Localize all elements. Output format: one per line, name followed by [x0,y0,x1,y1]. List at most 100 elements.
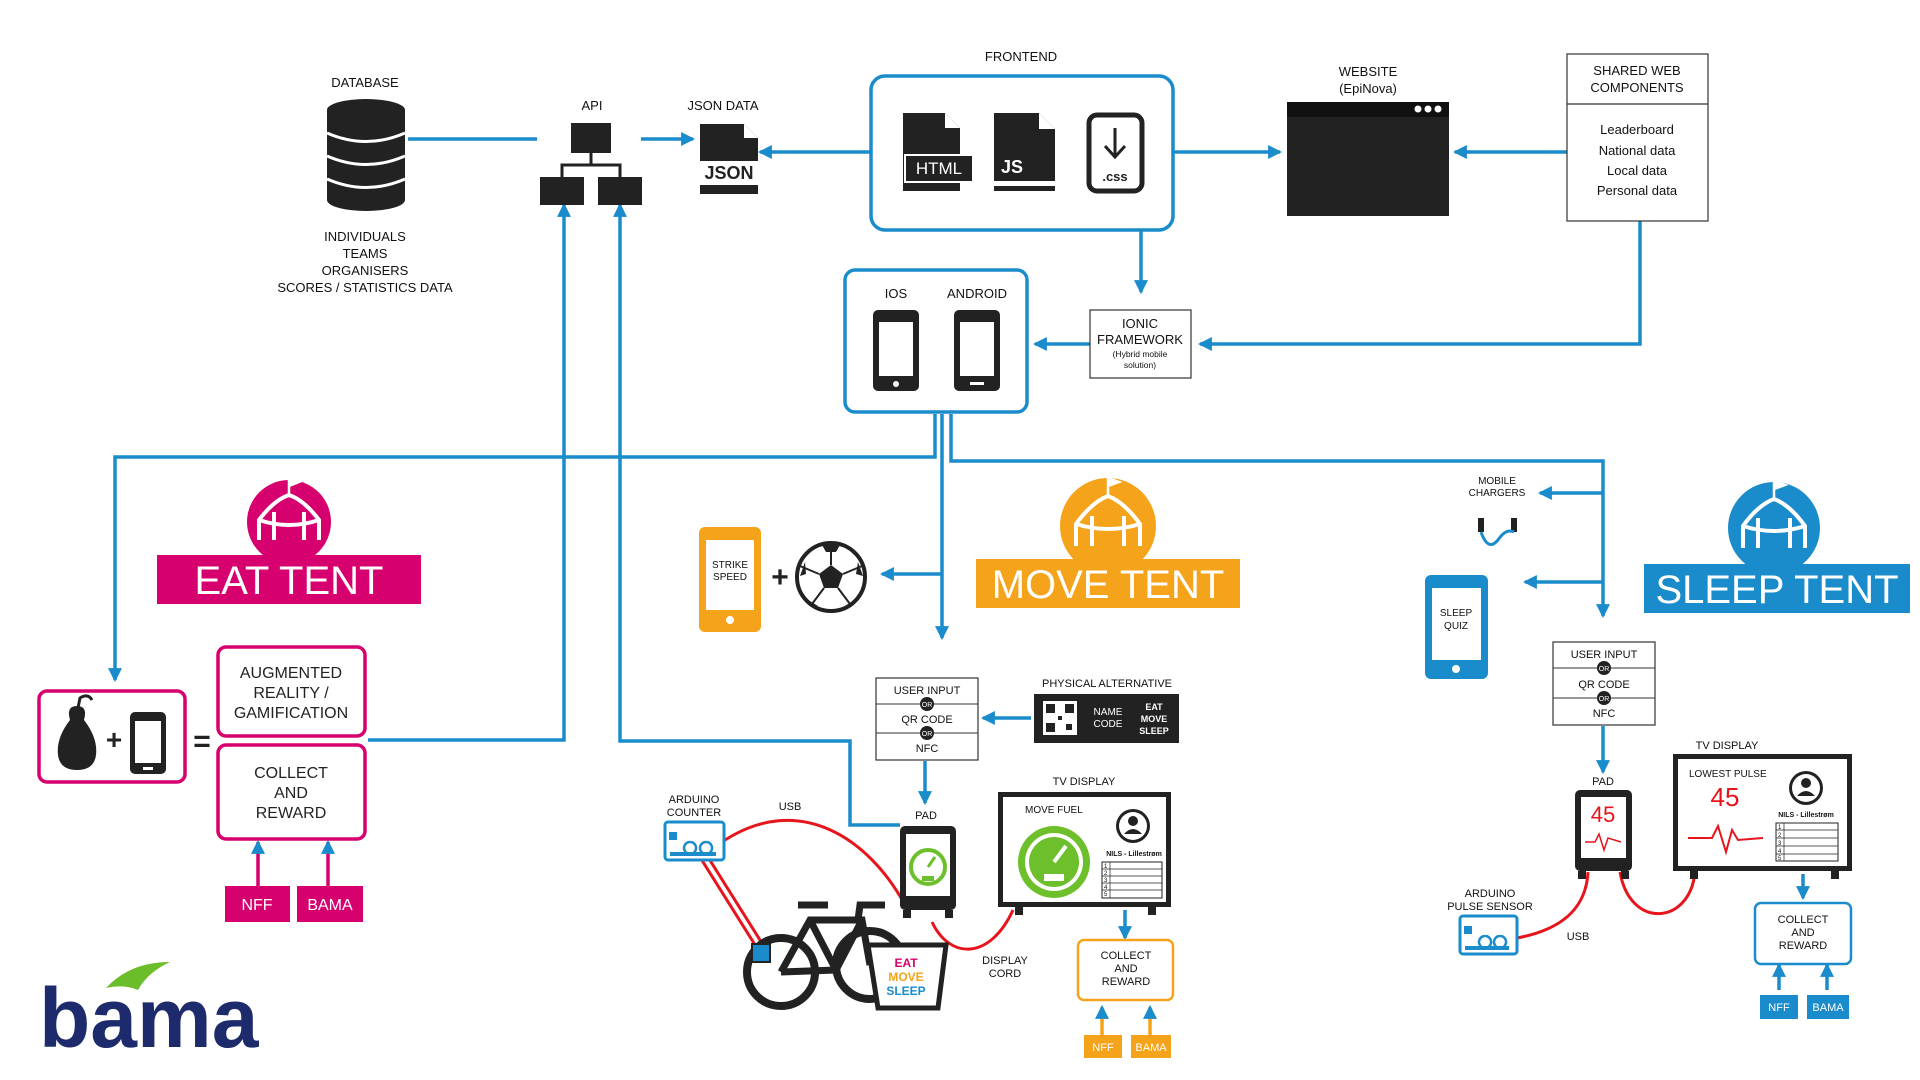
strike-speed-phone: STRIKE SPEED [699,527,761,632]
sleep-qr-label: QR CODE [1578,679,1629,691]
database-label: DATABASE [331,75,399,90]
move-nfc-label: NFC [916,743,939,755]
shared-item: National data [1599,143,1676,158]
sleep-nff-label: NFF [1768,1002,1790,1014]
mobile-apps-node: IOS ANDROID [843,268,1029,414]
move-qr-label: QR CODE [901,714,952,726]
sleep-collect-label: COLLECT [1778,914,1829,926]
rank-number: 1 [1778,825,1782,831]
move-collect-box [1076,938,1175,1002]
api-label: API [582,98,603,113]
frontend-node: FRONTEND HTML JS .css [869,49,1175,232]
move-pad-label: PAD [915,810,937,822]
sleep-tv-display: LOWEST PULSE 45 NILS - Lillestrøm 1 2 3 … [1673,754,1852,879]
name-code-label: CODE [1094,719,1123,730]
js-file-icon: JS [994,113,1055,191]
database-icon [326,99,406,211]
eat-tent-section: EAT TENT + = AUGMENTED REALITY / GAMIFIC… [37,476,421,922]
move-tent-icon [1060,476,1156,574]
website-node: WEBSITE (EpiNova) [1287,64,1449,216]
bike-cord-2 [699,845,772,957]
js-icon-text: JS [1001,157,1023,177]
arduino-pulse-icon [1458,914,1519,956]
shared-title: COMPONENTS [1590,80,1684,95]
sleep-quiz-label: SLEEP [1440,608,1473,619]
sleep-tv-label: TV DISPLAY [1696,740,1759,752]
sleep-arduino-label: PULSE SENSOR [1447,901,1533,913]
ar-label: GAMIFICATION [234,705,348,722]
ionic-box [1089,309,1192,379]
eat-phone-icon [130,712,166,774]
move-tv-display: MOVE FUEL NILS - Lillestrøm 1 2 3 4 5 [998,792,1171,915]
strike-speed-label: SPEED [713,572,747,583]
api-node: API [540,98,642,205]
eat-collect-label: AND [274,785,308,802]
sleep-quiz-label: QUIZ [1444,621,1468,632]
eat-nff-label: NFF [241,897,272,914]
database-item: INDIVIDUALS [324,229,406,244]
move-fuel-label: MOVE FUEL [1025,805,1083,816]
json-node: JSON DATA JSON [687,98,764,194]
physical-alt-label: PHYSICAL ALTERNATIVE [1042,678,1172,690]
shared-item: Local data [1607,163,1668,178]
sleep-usb-label: USB [1567,931,1590,943]
move-usb-cord [721,818,907,906]
sleep-pad-label: PAD [1592,776,1614,788]
chargers-label: MOBILE [1478,476,1516,487]
android-phone-icon [954,310,1000,391]
move-nff-badge [1084,1035,1122,1058]
rank-number: 4 [1104,885,1108,891]
shared-components-node: SHARED WEB COMPONENTS Leaderboard Nation… [1566,53,1709,222]
frontend-label: FRONTEND [985,49,1057,64]
rank-number: 5 [1778,856,1782,862]
rank-number: 1 [1104,864,1108,870]
ems-logo-text: EAT [1145,702,1163,712]
database-item: ORGANISERS [322,263,409,278]
ios-label: IOS [885,286,908,301]
ionic-sub-label: (Hybrid mobile [1113,349,1168,359]
json-data-label: JSON DATA [687,98,758,113]
sleep-tv-user: NILS - Lillestrøm [1778,812,1834,819]
database-item: TEAMS [343,246,388,261]
ionic-node: IONIC FRAMEWORK (Hybrid mobile solution) [1089,309,1192,379]
sleep-tent-banner [1644,564,1910,613]
website-label: WEBSITE [1339,64,1398,79]
sleep-pad-value: 45 [1591,802,1615,827]
phones-to-eat-arrow [108,414,937,683]
eat-nff-badge [225,886,290,922]
shared-components-box [1566,53,1709,222]
ems-logo-text: SLEEP [1139,726,1169,736]
eat-plus: + [106,724,122,755]
css-file-icon: .css [1086,112,1145,194]
move-usb-label: USB [779,801,802,813]
eat-tent-banner [157,555,421,604]
bama-logo-text: bama [39,971,260,1065]
move-collect-label: COLLECT [1101,950,1152,962]
move-bama-label: BAMA [1135,1042,1167,1054]
move-arduino-label: COUNTER [667,807,721,819]
shared-item: Leaderboard [1600,122,1674,137]
shared-item: Personal data [1597,183,1678,198]
strike-speed-label: STRIKE [712,560,748,571]
lowest-pulse-label: LOWEST PULSE [1689,769,1767,780]
move-nff-label: NFF [1092,1042,1114,1054]
eat-to-api-arrow [368,202,571,742]
browser-window-icon [1287,102,1449,216]
arduino-counter-icon [663,820,726,862]
eat-bama-badge [297,886,363,922]
move-collect-label: AND [1114,963,1137,975]
display-cord-label: DISPLAY [982,955,1028,967]
move-bama-badge [1131,1035,1171,1058]
move-display-cord [930,909,1015,951]
ems-logo-text: MOVE [1141,714,1168,724]
eat-bama-label: BAMA [307,897,353,914]
json-file-icon: JSON [694,124,764,194]
shared-title: SHARED WEB [1593,63,1680,78]
basket-logo-text: MOVE [888,970,923,984]
display-cord-label: CORD [989,968,1021,980]
json-icon-text: JSON [704,163,753,183]
move-tent-section: MOVE TENT STRIKE SPEED + USER INPUT OR Q… [663,476,1240,1058]
sleep-arduino-label: ARDUINO [1465,888,1516,900]
ems-basket-icon: EAT MOVE SLEEP [865,942,949,1011]
